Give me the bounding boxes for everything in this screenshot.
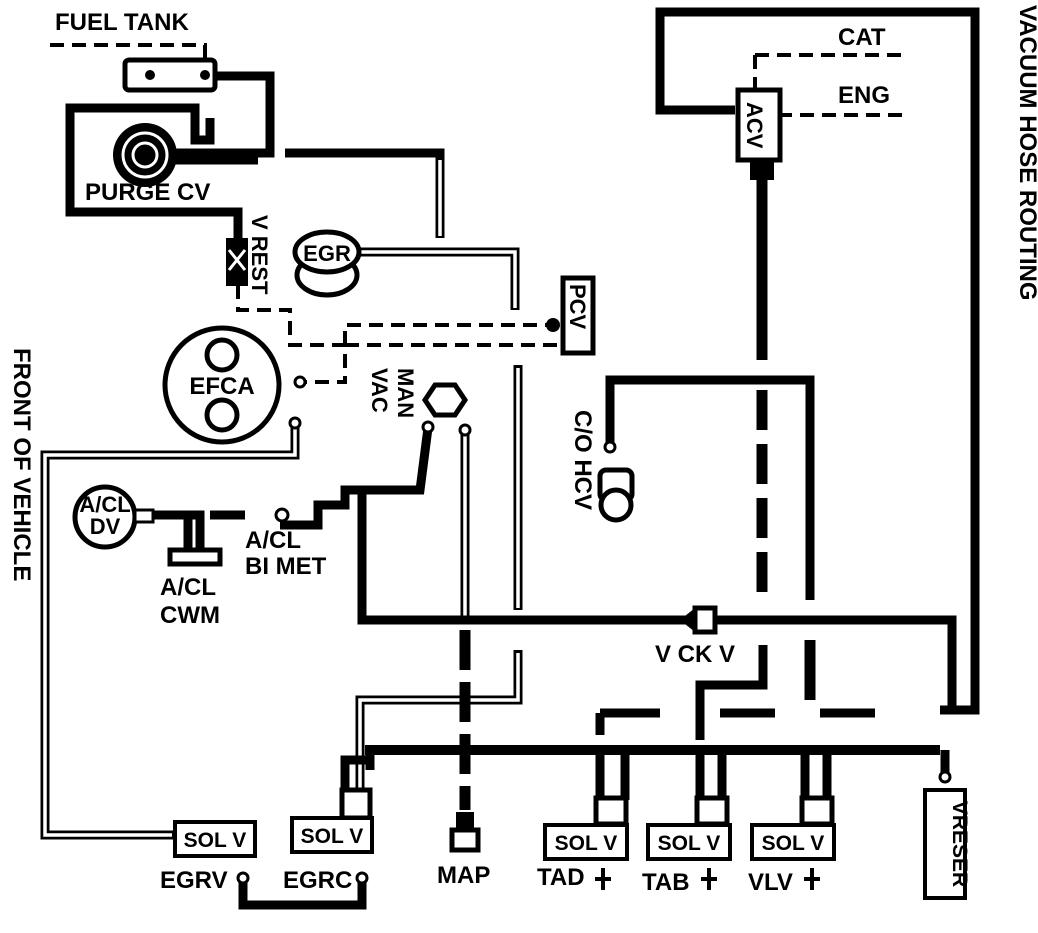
label-acl-bimet-1: A/CL xyxy=(245,527,301,554)
label-tab: TAB xyxy=(642,869,690,896)
svg-text:SOL V: SOL V xyxy=(555,832,618,855)
acv-valve xyxy=(735,87,783,180)
vreser-reservoir: VRESER xyxy=(923,770,971,900)
svg-text:SOL V: SOL V xyxy=(762,832,825,855)
label-eng: ENG xyxy=(838,82,890,109)
sol-v-tab: SOL V xyxy=(646,823,732,861)
sol-v-egrv: SOL V xyxy=(173,820,257,858)
pcv-valve xyxy=(546,275,596,356)
egrc-port xyxy=(355,871,369,885)
purge-cv-valve xyxy=(113,123,177,187)
egr-valve xyxy=(292,229,362,298)
co-hcv-valve xyxy=(597,440,635,523)
hose-tank-to-purge xyxy=(170,71,275,158)
v-ck-v-valve xyxy=(680,605,718,635)
diagram-title: VACUUM HOSE ROUTING xyxy=(1014,5,1038,301)
label-man: MAN xyxy=(393,368,418,418)
label-acl-dv-1: A/CL xyxy=(79,492,130,517)
label-co-hcv: C/O HCV xyxy=(569,410,596,510)
diagram-labels: FUEL TANK PURGE CV V REST EGR PCV EFCA M… xyxy=(8,5,1038,896)
label-tad: TAD xyxy=(537,864,585,891)
label-cat: CAT xyxy=(838,24,886,51)
svg-text:VRESER: VRESER xyxy=(948,801,971,887)
map-sensor xyxy=(449,812,481,853)
label-acl-cwm-2: CWM xyxy=(160,602,220,629)
label-fuel-tank: FUEL TANK xyxy=(55,9,189,36)
sol-v-tad: SOL V xyxy=(543,823,629,861)
label-vlv: VLV xyxy=(748,869,793,896)
label-acl-dv-2: DV xyxy=(90,514,121,539)
acl-cwm-component xyxy=(167,547,223,567)
hose-purge-outer xyxy=(65,103,243,238)
label-efca: EFCA xyxy=(189,373,254,400)
label-vac: VAC xyxy=(367,368,392,413)
efca-component xyxy=(162,325,307,445)
svg-text:SOL V: SOL V xyxy=(184,829,247,852)
manifold-vac-fitting xyxy=(421,382,472,437)
label-acv: ACV xyxy=(742,102,767,149)
egrv-port xyxy=(236,871,250,885)
fuel-tank-fitting xyxy=(122,57,218,93)
label-egr: EGR xyxy=(303,241,351,266)
label-egrc: EGRC xyxy=(283,867,352,894)
ground-symbols xyxy=(595,868,820,890)
label-purge-cv: PURGE CV xyxy=(85,179,210,206)
v-rest-restrictor xyxy=(226,238,248,286)
label-acl-bimet-2: BI MET xyxy=(245,553,327,580)
label-pcv: PCV xyxy=(565,284,590,330)
label-map: MAP xyxy=(437,862,490,889)
acl-bimet-port xyxy=(274,507,290,523)
hose-purge-to-egr xyxy=(285,148,445,238)
acl-dv-component xyxy=(72,484,155,550)
side-label-front: FRONT OF VEHICLE xyxy=(8,348,35,581)
label-v-ck-v: V CK V xyxy=(655,641,735,668)
label-v-rest: V REST xyxy=(247,215,272,295)
hose-lines xyxy=(40,7,980,910)
svg-text:SOL V: SOL V xyxy=(658,832,721,855)
label-egrv: EGRV xyxy=(160,867,228,894)
sol-v-egrc: SOL V xyxy=(290,816,374,854)
solenoid-fittings xyxy=(339,787,835,827)
label-acl-cwm-1: A/CL xyxy=(160,574,216,601)
sol-v-vlv: SOL V xyxy=(750,823,836,861)
svg-text:SOL V: SOL V xyxy=(301,825,364,848)
